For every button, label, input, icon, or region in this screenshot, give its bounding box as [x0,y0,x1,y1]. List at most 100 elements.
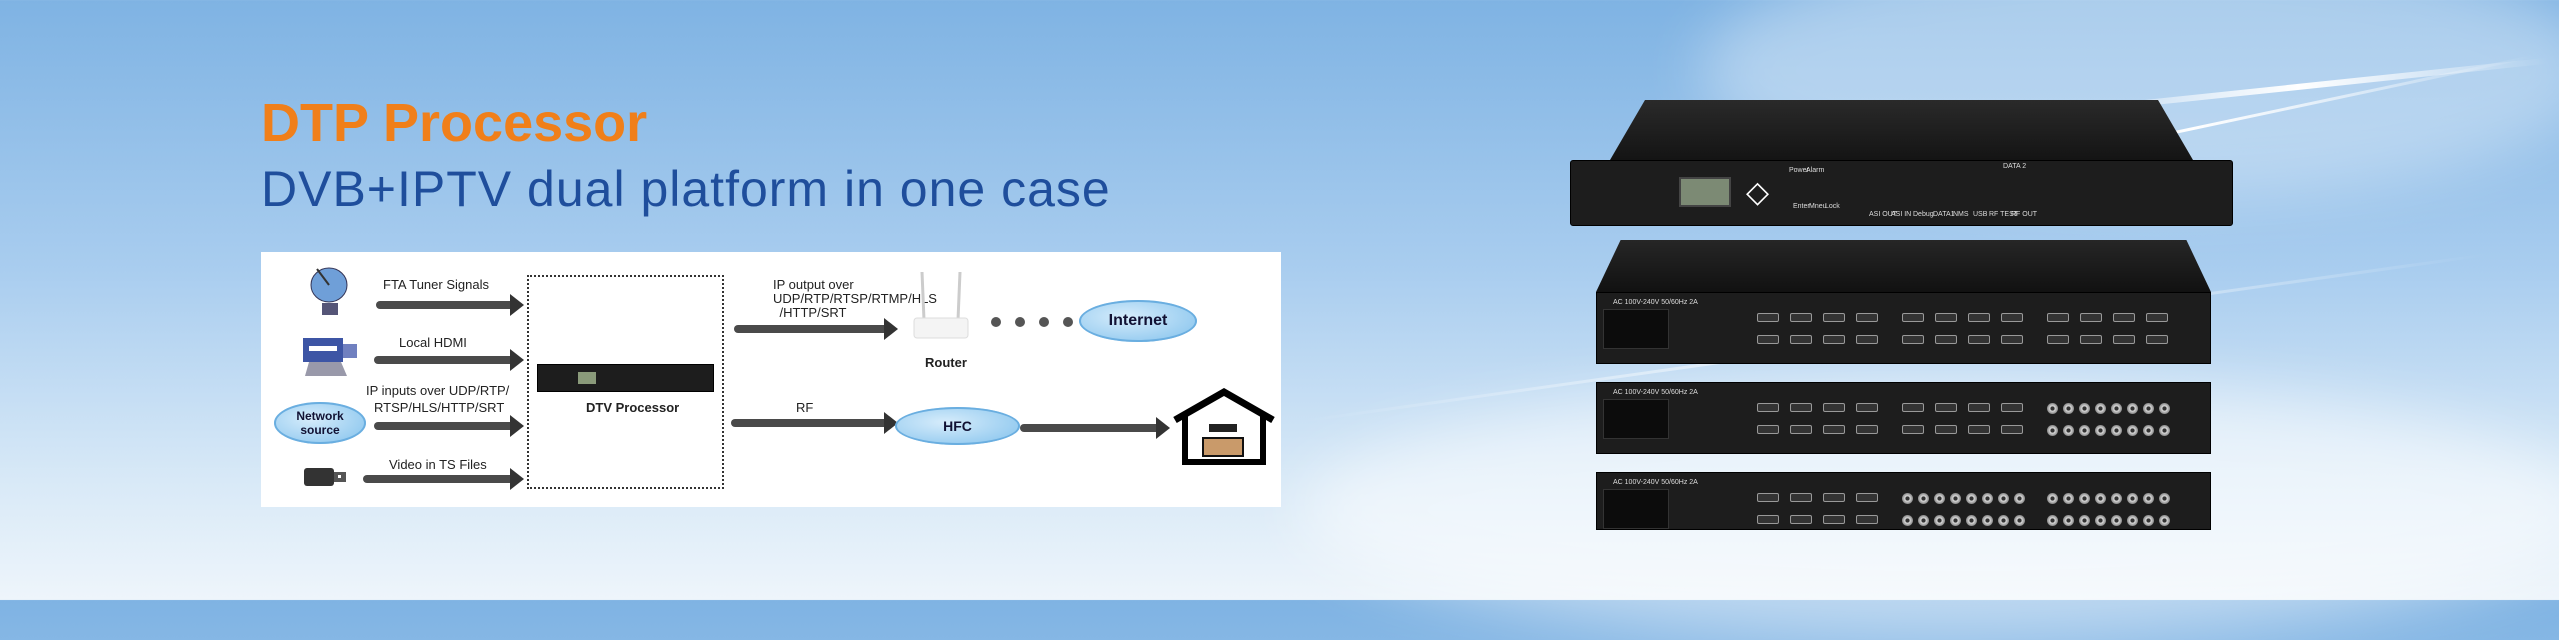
button-enter[interactable]: Enter [1793,203,1810,210]
input-label-ip-2: RTSP/HLS/HTTP/SRT [374,400,505,415]
hdmi-port [1935,335,1957,344]
rf-port [2047,493,2058,504]
hdmi-port [1790,425,1812,434]
hdmi-port [1757,515,1779,524]
hdmi-port [2001,313,2023,322]
hdmi-port [1902,425,1924,434]
led-label-power: Power [1789,167,1809,174]
port-label-rf-test: RF TEST [1989,211,2019,218]
hfc-label: HFC [943,418,972,434]
hdmi-port [1790,403,1812,412]
hdmi-port [2001,403,2023,412]
rf-port [2143,403,2154,414]
hdmi-port [1968,403,1990,412]
hdmi-port [1856,335,1878,344]
rear-panel-hdmi16-rf: AC 100V-240V 50/60Hz 2A [1596,382,2211,454]
rf-port [2159,403,2170,414]
button-menu[interactable]: Mneu [1809,203,1827,210]
rf-port [1918,515,1929,526]
hdmi-port [1856,425,1878,434]
hdmi-port [2001,425,2023,434]
hdmi-port [2113,313,2135,322]
hdmi-port [1757,335,1779,344]
rf-port [1982,515,1993,526]
hfc-cloud: HFC [895,407,1020,445]
input-label-ts: Video in TS Files [389,457,487,472]
rf-port [1966,493,1977,504]
navigation-keypad-icon: ◇ [1746,176,1770,209]
device-top-cover [1610,100,2193,160]
hdmi-port [2146,335,2168,344]
rf-port [2143,493,2154,504]
button-lock[interactable]: Lock [1825,203,1840,210]
port-label-debug: Debug [1913,211,1934,218]
hdmi-port [1856,403,1878,412]
rf-port [2079,493,2090,504]
processor-box [527,275,724,489]
port-label-usb: USB [1973,211,1988,218]
port-label-rf-out: RF OUT [2011,211,2038,218]
power-rating-label: AC 100V-240V 50/60Hz 2A [1613,479,1698,486]
satellite-dish-icon [310,267,348,315]
hdmi-port [1902,335,1924,344]
hdmi-port [1902,313,1924,322]
rf-port [1918,493,1929,504]
rf-port [1934,515,1945,526]
hdmi-port [1968,313,1990,322]
hdmi-camera-icon [303,338,357,376]
rf-port [1950,493,1961,504]
hdmi-port [2113,335,2135,344]
arrow-icon [374,415,524,437]
power-socket [1603,309,1669,349]
router-label: Router [925,355,967,370]
hdmi-port [1790,335,1812,344]
rf-port [2127,425,2138,436]
power-rating-label: AC 100V-240V 50/60Hz 2A [1613,389,1698,396]
hdmi-port [1823,403,1845,412]
port-label-asi-in: ASI IN [1891,211,1912,218]
ip-output-line: /HTTP/SRT [779,305,847,320]
processor-label: DTV Processor [586,400,680,415]
rf-port [1966,515,1977,526]
rf-port [2047,403,2058,414]
hdmi-port [1968,335,1990,344]
rf-port [1982,493,1993,504]
rf-port [2047,515,2058,526]
network-source-label-1: Network [296,409,344,423]
ip-output-line: IP output over [773,277,854,292]
rf-port [2063,425,2074,436]
rf-port [1998,493,2009,504]
hdmi-port [1757,313,1779,322]
rf-port [2063,515,2074,526]
power-socket [1603,489,1669,529]
rf-port [2095,403,2106,414]
rf-port [2127,403,2138,414]
hdmi-port [2146,313,2168,322]
rf-port [2159,493,2170,504]
port-label-data1: DATA1 [1933,211,1955,218]
rf-port [2079,515,2090,526]
rf-port [2079,425,2090,436]
hdmi-port [1823,493,1845,502]
dtv-processor-device [537,364,714,392]
power-rating-label: AC 100V-240V 50/60Hz 2A [1613,299,1698,306]
internet-cloud: Internet [1079,300,1197,342]
arrow-icon [1020,417,1170,439]
page-subtitle: DVB+IPTV dual platform in one case [261,161,1111,217]
hdmi-port [1935,425,1957,434]
hdmi-port [1823,425,1845,434]
hdmi-port [2080,313,2102,322]
hdmi-port [1823,515,1845,524]
rf-port [2095,493,2106,504]
hdmi-port [1902,403,1924,412]
rf-port [2111,425,2122,436]
hdmi-port [1935,403,1957,412]
hdmi-port [1856,313,1878,322]
rf-port [2095,425,2106,436]
hdmi-port [2001,335,2023,344]
rf-port [1998,515,2009,526]
rf-port [2014,515,2025,526]
rear-panel-hdmi8-rf: AC 100V-240V 50/60Hz 2A [1596,472,2211,530]
